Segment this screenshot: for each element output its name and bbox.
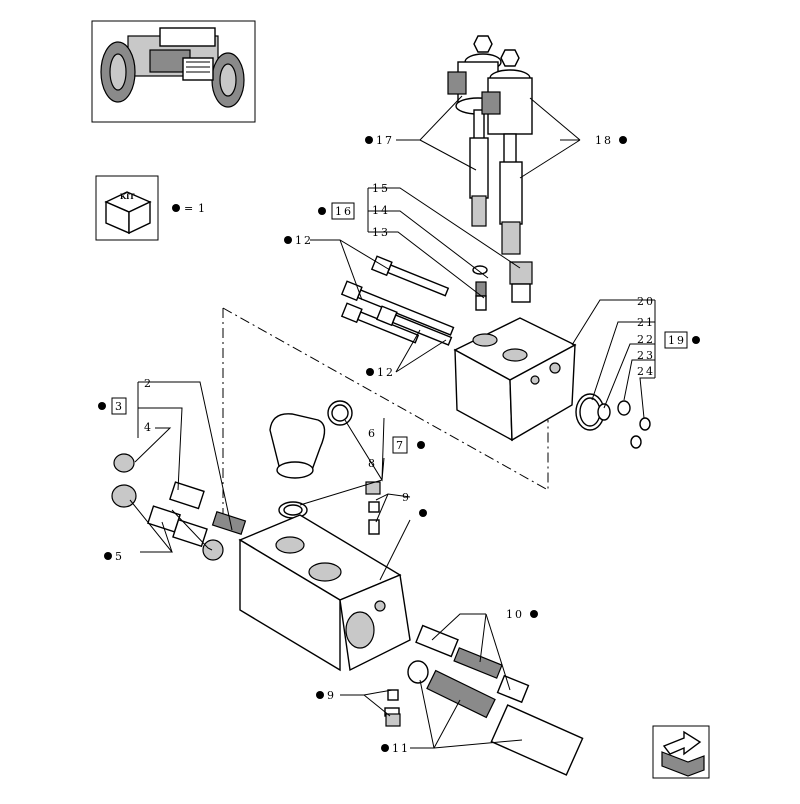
dashed-boundary [222,307,549,520]
callout-5: 5 [115,550,124,563]
bullet-dot [318,207,326,215]
callout-7: 7 [396,439,405,452]
bullet-dot [104,552,112,560]
kit-equals: = [184,202,195,215]
bullet-dot [692,336,700,344]
kit-legend: KIT = 1 [95,175,207,241]
callout-10: 10 [506,608,524,621]
callout-1: 1 [198,202,207,215]
callout-15: 15 [372,182,390,195]
spools-10-11 [407,624,584,776]
callout-9a: 9 [402,491,411,504]
callout-labels: 17 18 16 15 14 13 12 12 20 21 22 23 24 1… [98,134,700,755]
callout-4: 4 [144,421,153,434]
callout-18: 18 [595,134,613,147]
callout-21: 21 [637,316,655,329]
callout-3: 3 [115,400,124,413]
bullet-dot [530,610,538,618]
bullet-dot [316,691,324,699]
upper-valve-block [453,317,577,442]
bullet-dot [284,236,292,244]
bullet-dot [417,441,425,449]
callout-16: 16 [335,205,353,218]
callout-13: 13 [372,226,390,239]
elbow-fitting [269,400,353,519]
next-page-arrow-icon[interactable] [652,725,710,779]
kit-label: KIT [120,192,135,201]
bullet-dot [619,136,627,144]
bullet-dot [381,744,389,752]
plugs-and-springs-left [111,453,247,561]
callout-6: 6 [368,427,377,440]
callout-8: 8 [368,457,377,470]
main-valve-body [238,514,411,672]
tractor-thumbnail [91,20,256,123]
callout-12a: 12 [295,234,313,247]
callout-23: 23 [637,349,655,362]
leader-lines [129,95,656,749]
small-parts-13-15 [472,261,533,311]
callout-14: 14 [372,204,390,217]
bullet-dot [366,368,374,376]
bolts-12 [340,255,455,346]
callout-2: 2 [144,377,153,390]
bullet-dot [98,402,106,410]
bullet-dot [365,136,373,144]
callout-9b: 9 [327,689,336,702]
bullet-dot [419,509,427,517]
callout-12b: 12 [377,366,395,379]
plugs-9 [365,481,401,727]
callout-11: 11 [392,742,410,755]
bullet-dot [172,204,180,212]
callout-20: 20 [637,295,655,308]
solenoid-valve-18 [481,49,533,255]
callout-19: 19 [668,334,686,347]
callout-17: 17 [376,134,394,147]
callout-24: 24 [637,365,655,378]
seals-20-24 [575,393,651,449]
callout-22: 22 [637,333,655,346]
